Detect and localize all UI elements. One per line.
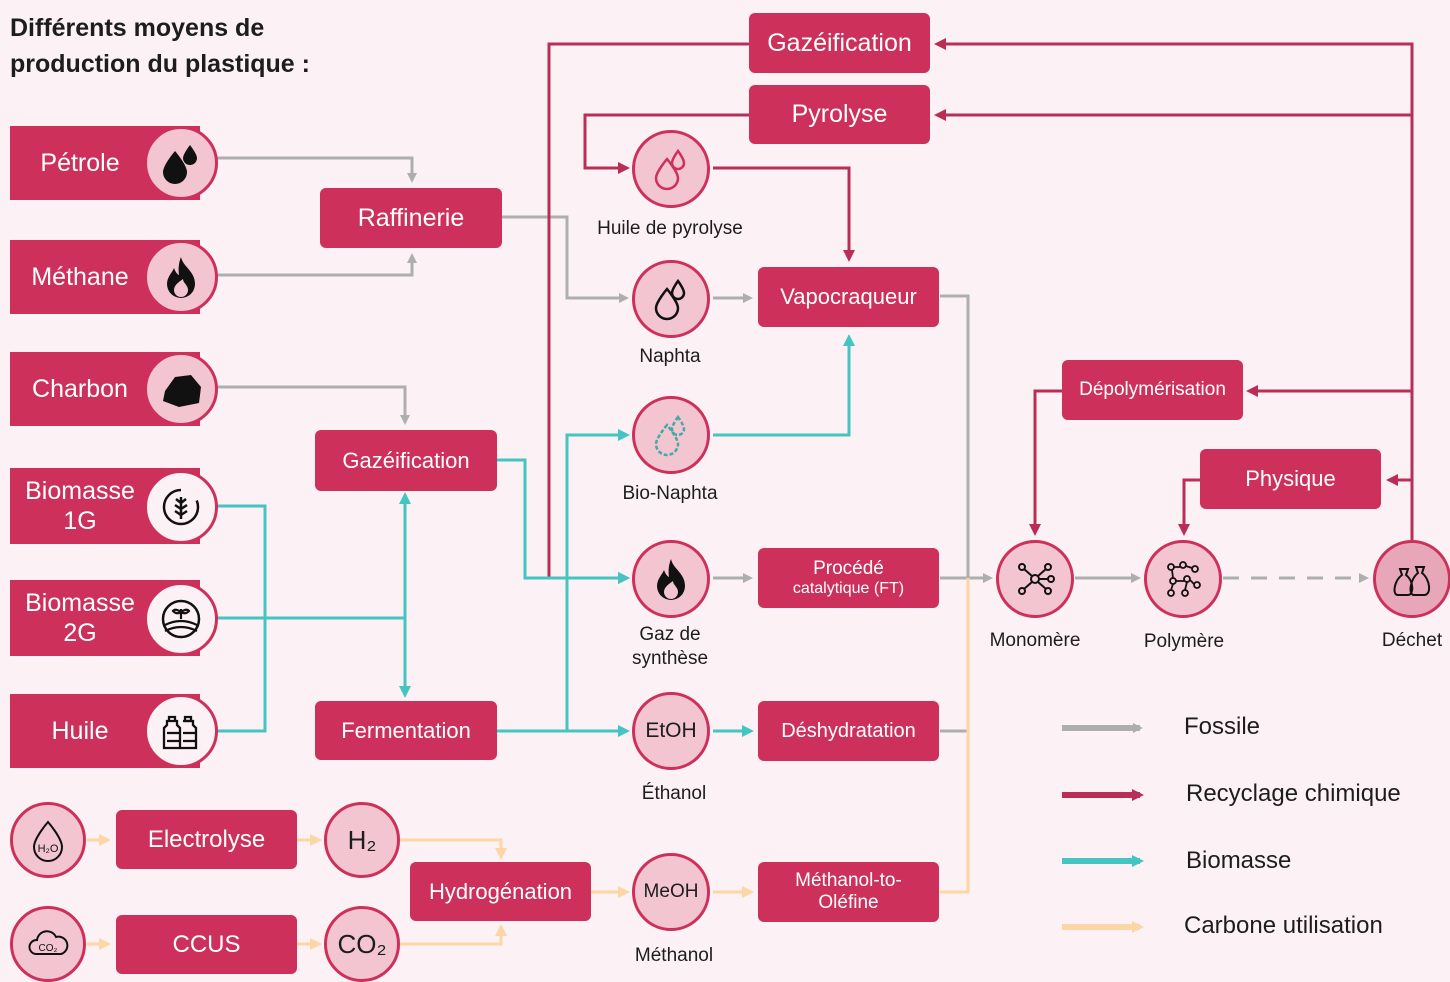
co2-cloud-icon: CO₂ <box>10 906 86 982</box>
h2o-icon-text: H₂O <box>38 843 59 855</box>
line-pyrolyse-huile <box>583 113 750 174</box>
procede-line1: Procédé <box>813 557 884 579</box>
label-ethanol: Éthanol <box>641 783 707 804</box>
vapocraqueur-box: Vapocraqueur <box>758 267 939 327</box>
raffinerie-box: Raffinerie <box>320 188 502 248</box>
co2-circle: CO₂ <box>324 906 400 982</box>
mto-line1: Méthanol-to- <box>795 870 902 892</box>
etoh-label: EtOH <box>645 719 697 742</box>
line-charbon-gazeification <box>217 385 410 425</box>
fermentation-box: Fermentation <box>315 701 497 760</box>
line-gazeif-synthese-teal <box>497 458 630 584</box>
co2-icon-text: CO₂ <box>39 943 58 954</box>
label-huile-pyrolyse: Huile de pyrolyse <box>597 218 743 239</box>
line-bionaphta-vapocraqueur <box>713 334 855 437</box>
line-co2-hydrogenation <box>399 924 507 946</box>
waste-bags-icon <box>1373 540 1450 618</box>
deshydratation-box: Déshydratation <box>758 701 939 761</box>
label-naphta: Naphta <box>639 346 701 367</box>
ccus-box: CCUS <box>116 915 297 974</box>
etoh-circle: EtOH <box>632 692 710 770</box>
mto-line2: Oléfine <box>818 892 879 913</box>
electrolyse-box: Electrolyse <box>116 810 297 869</box>
source-petrole-label: Pétrole <box>40 149 120 177</box>
line-mto-monomere <box>940 578 970 894</box>
meoh-label: MeOH <box>643 881 699 902</box>
sprout-field-icon <box>144 582 218 656</box>
source-methane-label: Méthane <box>31 263 129 291</box>
line-petrole-raffinerie <box>217 156 417 183</box>
line-physique-polymere <box>1178 478 1200 536</box>
gazeification-top-box: Gazéification <box>749 13 930 73</box>
line-h2-hydrogenation <box>399 838 507 860</box>
h2-label: H₂ <box>347 824 377 855</box>
line-raffinerie-naphta <box>502 215 629 303</box>
procede-catalytique-box: Procédé catalytique (FT) <box>758 548 939 608</box>
line-vapocraqueur-monomere <box>940 294 970 578</box>
label-gaz-synthese: Gaz de synthèse <box>631 624 709 669</box>
label-dechet: Déchet <box>1381 630 1443 651</box>
legend-carbone: Carbone utilisation <box>1184 912 1383 939</box>
label-methanol: Méthanol <box>634 945 714 966</box>
legend-biomasse: Biomasse <box>1186 847 1292 874</box>
coal-icon <box>144 352 218 426</box>
monomer-molecule-icon <box>996 540 1074 618</box>
co2-label: CO₂ <box>337 928 387 959</box>
source-biomasse2g-label: Biomasse 2G <box>25 589 135 647</box>
source-charbon-label: Charbon <box>32 375 128 403</box>
source-biomasse1g-label: Biomasse 1G <box>25 477 135 535</box>
legend-recyclage: Recyclage chimique <box>1186 780 1401 807</box>
line-huile-vapocraqueur <box>713 166 855 262</box>
hydrogenation-box: Hydrogénation <box>410 862 591 921</box>
label-bio-naphta: Bio-Naphta <box>622 483 718 504</box>
depolymerisation-box: Dépolymérisation <box>1062 360 1243 420</box>
syngas-flame-icon <box>632 540 710 618</box>
source-huile-label: Huile <box>51 717 109 745</box>
gazeification-left-box: Gazéification <box>315 430 497 491</box>
water-drop-icon: H₂O <box>10 802 86 878</box>
line-deshydratation-monomere <box>940 578 970 733</box>
naphta-drop-icon <box>632 260 710 338</box>
line-ferm-bionaphta <box>565 429 630 731</box>
pyrolysis-oil-drop-icon <box>632 130 710 208</box>
line-methane-raffinerie <box>217 253 417 277</box>
procede-line2: catalytique (FT) <box>792 579 905 597</box>
polymer-molecule-icon <box>1144 540 1222 618</box>
physique-box: Physique <box>1200 449 1381 509</box>
bio-naphta-drop-icon <box>632 396 710 474</box>
mto-box: Méthanol-to- Oléfine <box>758 862 939 922</box>
oil-bottles-icon <box>144 694 218 768</box>
flame-icon <box>144 240 218 314</box>
legend-fossile: Fossile <box>1184 713 1261 740</box>
label-polymere: Polymère <box>1143 631 1225 652</box>
meoh-circle: MeOH <box>632 853 710 931</box>
grain-cycle-icon <box>144 470 218 544</box>
line-depoly-monomere <box>1029 389 1062 536</box>
line-dechet-recycling <box>934 38 1414 540</box>
pyrolyse-box: Pyrolyse <box>749 85 930 144</box>
oil-drop-icon <box>144 126 218 200</box>
h2-circle: H₂ <box>324 802 400 878</box>
page-title: Différents moyens de production du plast… <box>10 14 310 78</box>
label-monomere: Monomère <box>989 630 1081 651</box>
